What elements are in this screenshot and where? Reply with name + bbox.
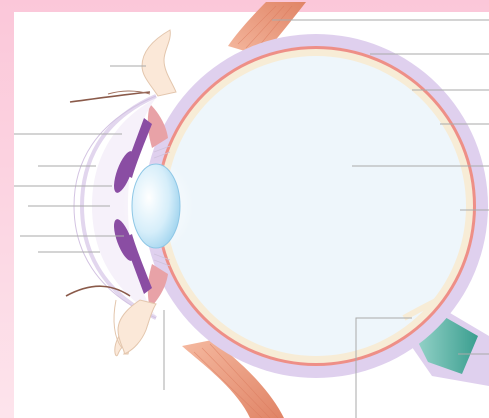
- lens: [132, 164, 180, 248]
